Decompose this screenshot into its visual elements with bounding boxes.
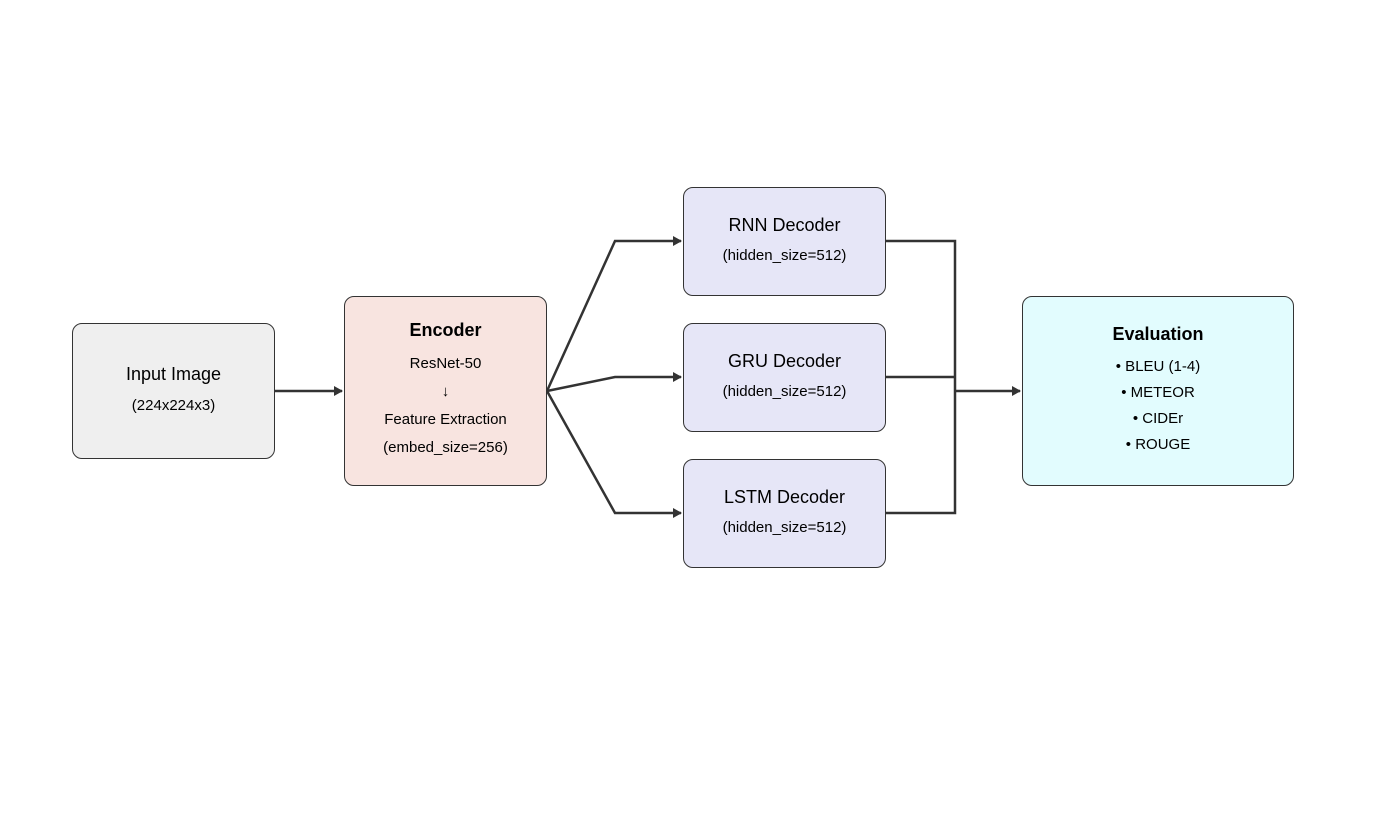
gru-decoder-detail: (hidden_size=512) xyxy=(722,383,847,401)
input-image-detail: (224x224x3) xyxy=(131,396,216,414)
gru-decoder-title: GRU Decoder xyxy=(727,350,842,371)
encoder-step: Feature Extraction xyxy=(384,410,507,428)
evaluation-metric: • BLEU (1-4) xyxy=(1115,357,1201,375)
lstm-decoder-node: LSTM Decoder (hidden_size=512) xyxy=(683,459,886,568)
encoder-down-arrow: ↓ xyxy=(441,382,450,400)
rnn-decoder-detail: (hidden_size=512) xyxy=(722,247,847,265)
gru-decoder-node: GRU Decoder (hidden_size=512) xyxy=(683,323,886,432)
evaluation-node: Evaluation • BLEU (1-4) • METEOR • CIDEr… xyxy=(1022,296,1294,486)
evaluation-metric: • CIDEr xyxy=(1132,409,1184,427)
lstm-decoder-detail: (hidden_size=512) xyxy=(722,519,847,537)
encoder-backbone: ResNet-50 xyxy=(409,354,482,372)
input-image-node: Input Image (224x224x3) xyxy=(72,323,275,459)
rnn-decoder-node: RNN Decoder (hidden_size=512) xyxy=(683,187,886,296)
edge-rnn-to-merge xyxy=(886,239,957,391)
edge-encoder-to-rnn xyxy=(545,236,682,392)
edge-encoder-to-gru xyxy=(546,372,682,393)
rnn-decoder-title: RNN Decoder xyxy=(728,214,841,235)
encoder-detail: (embed_size=256) xyxy=(383,438,508,456)
evaluation-metric: • ROUGE xyxy=(1125,435,1191,453)
input-image-title: Input Image xyxy=(125,364,222,385)
encoder-node: Encoder ResNet-50 ↓ Feature Extraction (… xyxy=(344,296,547,486)
lstm-decoder-title: LSTM Decoder xyxy=(723,486,846,507)
evaluation-metric: • METEOR xyxy=(1121,383,1195,401)
evaluation-title: Evaluation xyxy=(1112,324,1204,345)
encoder-title: Encoder xyxy=(409,320,482,341)
edge-encoder-to-lstm xyxy=(545,390,682,518)
edge-lstm-to-merge xyxy=(886,391,957,515)
